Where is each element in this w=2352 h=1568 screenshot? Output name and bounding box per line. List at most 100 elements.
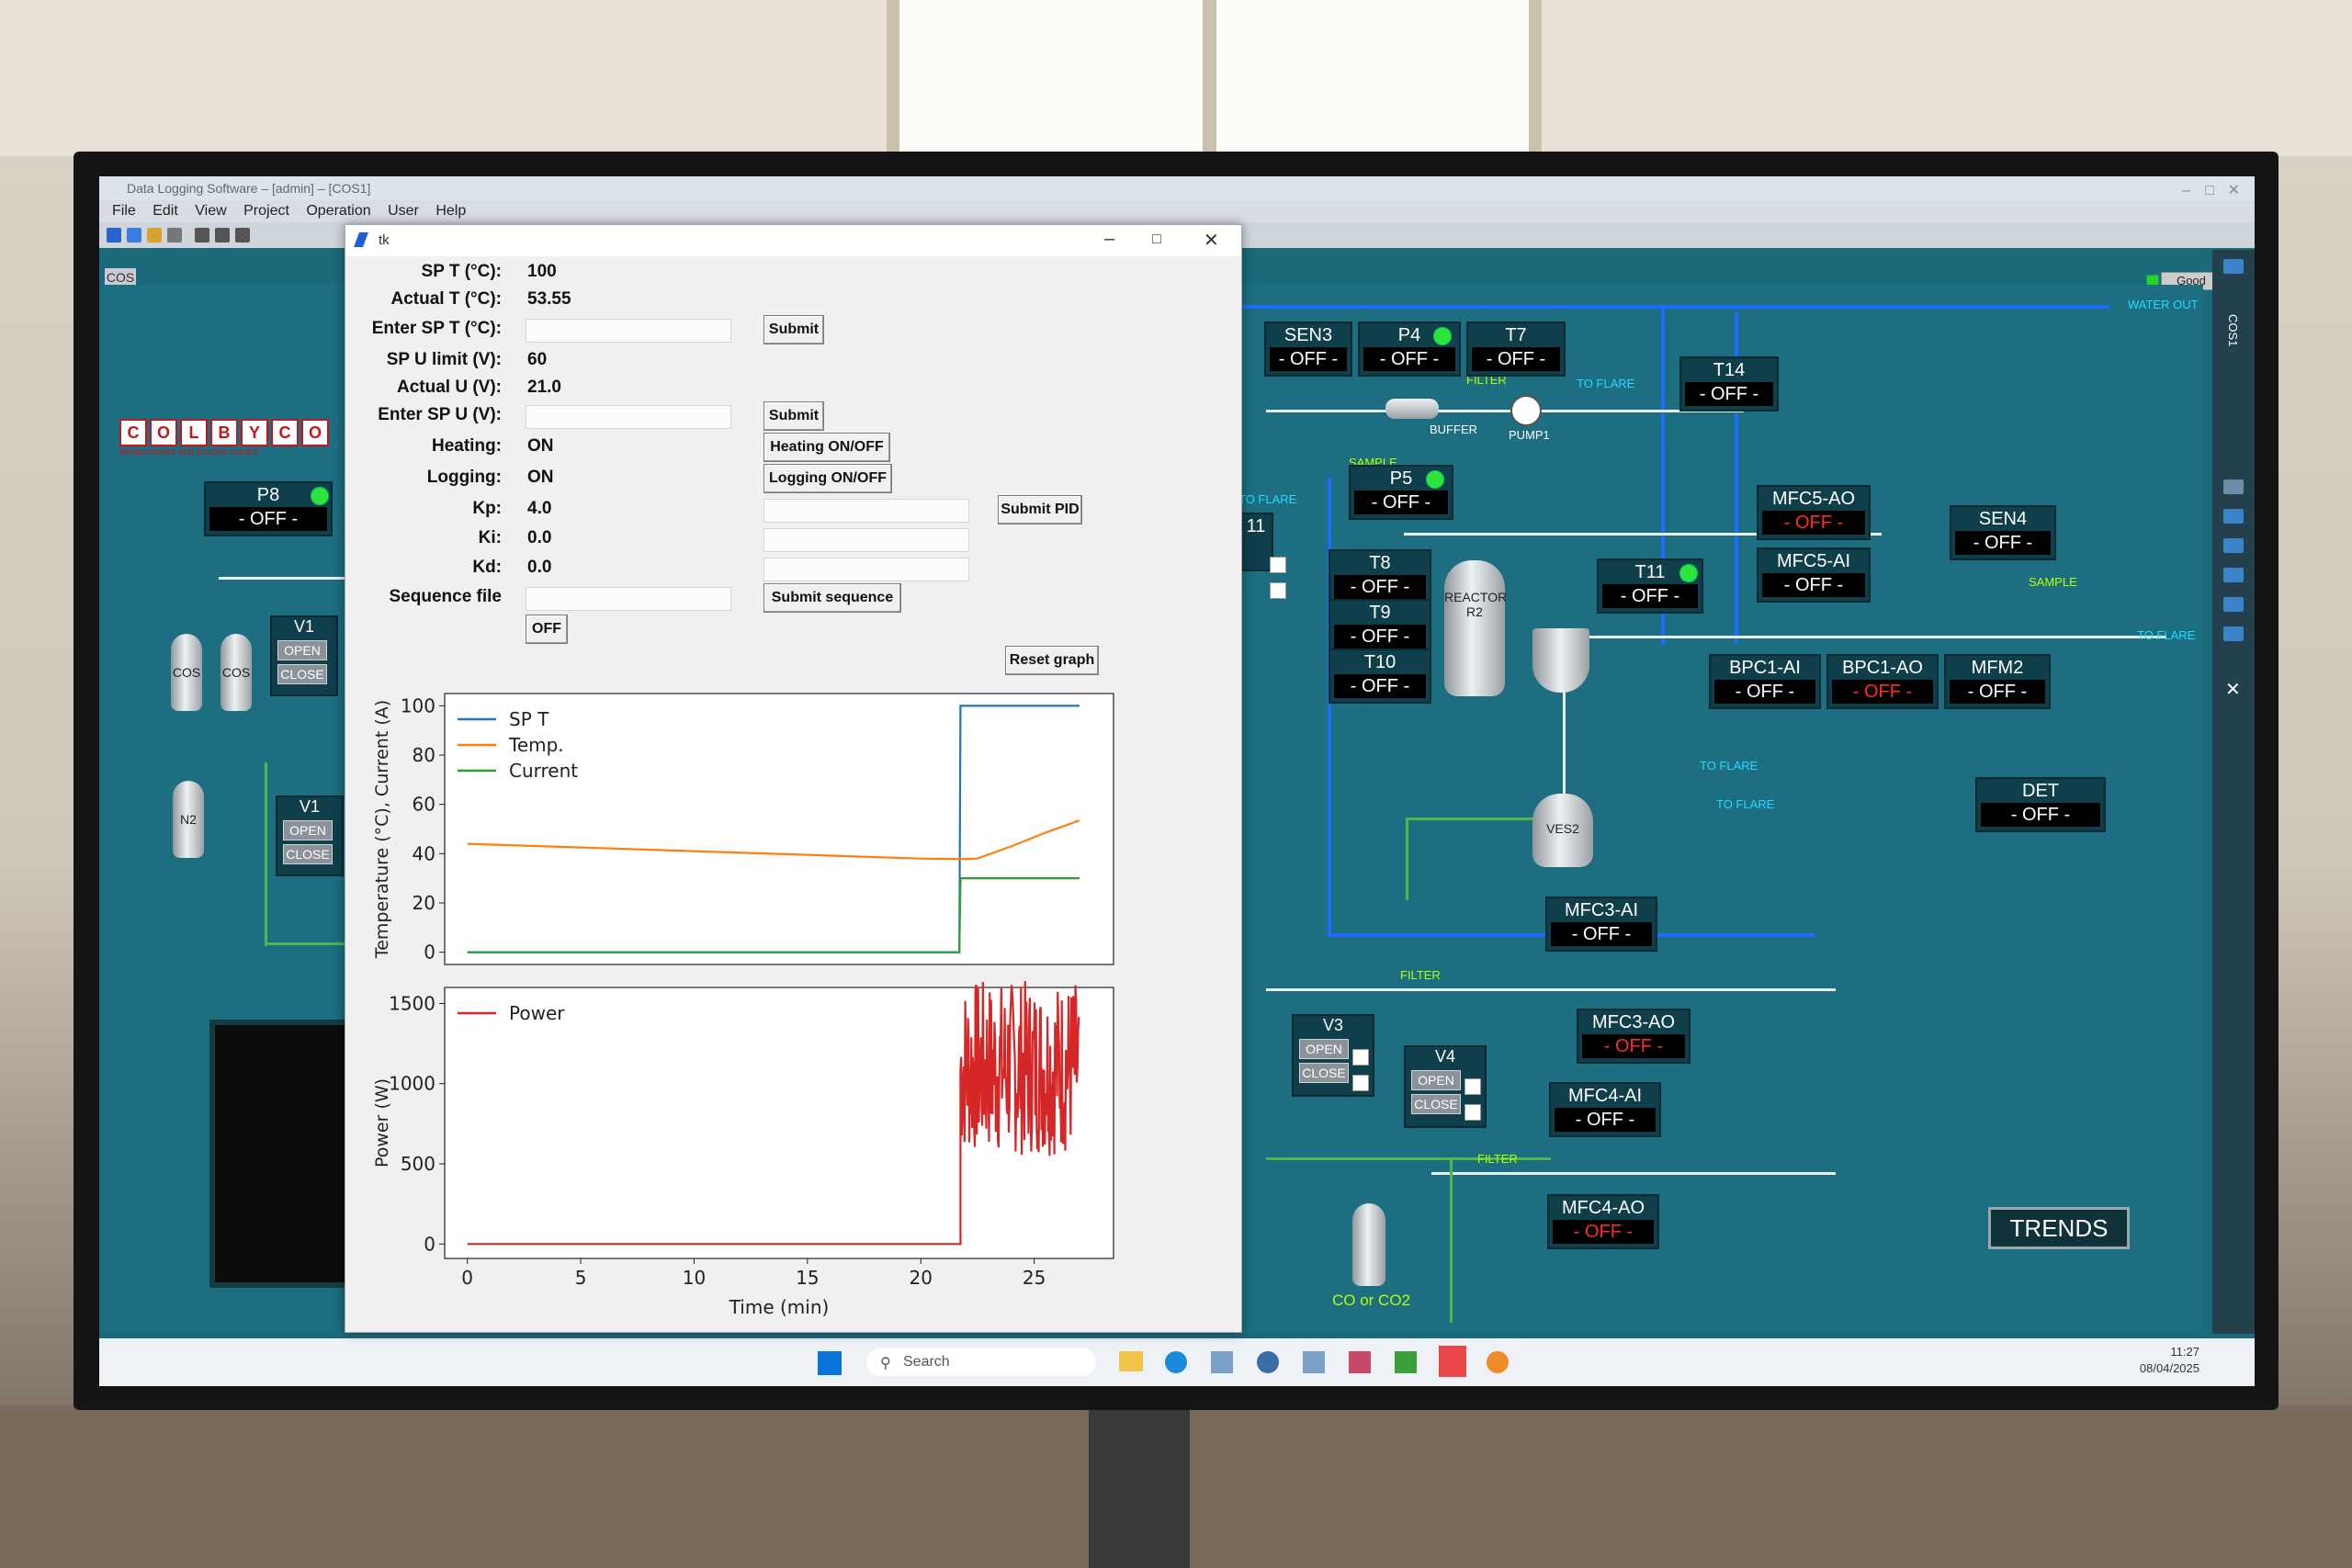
tag-t10[interactable]: T10- OFF -	[1329, 649, 1431, 704]
close-icon[interactable]: ✕	[1204, 231, 1219, 251]
checkbox[interactable]	[1464, 1104, 1481, 1121]
tag-mfm2[interactable]: MFM2- OFF -	[1944, 654, 2051, 709]
tag-p4[interactable]: P4- OFF -	[1358, 321, 1461, 377]
tool-icon[interactable]	[2223, 509, 2244, 524]
tag-t11-partial[interactable]: 11	[1238, 513, 1273, 571]
edge-icon[interactable]	[1165, 1351, 1187, 1373]
vlc-icon[interactable]	[1439, 1346, 1466, 1377]
open-button[interactable]: OPEN	[277, 640, 327, 660]
tag-t11[interactable]: T11- OFF -	[1597, 558, 1703, 614]
close-icon[interactable]: ✕	[2225, 680, 2241, 700]
close-button[interactable]: CLOSE	[1299, 1063, 1349, 1083]
menu-user[interactable]: User	[388, 203, 419, 219]
tag-t14[interactable]: T14- OFF -	[1679, 356, 1779, 412]
submit-sequence-button[interactable]: Submit sequence	[763, 583, 901, 613]
tool-icon[interactable]	[2223, 538, 2244, 553]
chart-icon[interactable]	[2223, 479, 2244, 494]
sp-t-input[interactable]	[526, 319, 731, 343]
checkbox[interactable]	[1352, 1075, 1369, 1091]
ki-input[interactable]	[763, 528, 969, 552]
tag-mfc3-ao[interactable]: MFC3-AO- OFF -	[1577, 1009, 1690, 1064]
submit-pid-button[interactable]: Submit PID	[998, 495, 1082, 525]
co-pipe	[1266, 1157, 1551, 1160]
folder-icon[interactable]	[147, 228, 162, 243]
tag-p8[interactable]: P8- OFF -	[204, 481, 333, 536]
logging-toggle-button[interactable]: Logging ON/OFF	[763, 464, 892, 493]
menu-view[interactable]: View	[195, 203, 227, 219]
tool-icon[interactable]	[2223, 626, 2244, 641]
reset-graph-button[interactable]: Reset graph	[1005, 646, 1099, 675]
download-icon[interactable]	[127, 228, 141, 243]
app-icon[interactable]	[1349, 1351, 1371, 1373]
close-button[interactable]: CLOSE	[1411, 1094, 1461, 1114]
minimize-icon[interactable]: –	[1104, 229, 1115, 249]
python-icon[interactable]	[1487, 1351, 1509, 1373]
side-toolbar: ✕	[2212, 250, 2255, 1334]
tag-t7[interactable]: T7- OFF -	[1466, 321, 1566, 377]
open-button[interactable]: OPEN	[1299, 1039, 1349, 1059]
kd-input[interactable]	[763, 558, 969, 581]
menu-edit[interactable]: Edit	[153, 203, 178, 219]
tag-mfc3-ai[interactable]: MFC3-AI- OFF -	[1545, 897, 1657, 952]
tag-bpc1-ai[interactable]: BPC1-AI- OFF -	[1709, 654, 1821, 709]
app-icon[interactable]	[1395, 1351, 1417, 1373]
print-icon[interactable]	[167, 228, 182, 243]
panel-icon[interactable]	[2223, 259, 2244, 274]
folder-icon[interactable]	[195, 228, 209, 243]
tag-mfc4-ao[interactable]: MFC4-AO- OFF -	[1547, 1194, 1659, 1249]
open-button[interactable]: OPEN	[1411, 1070, 1461, 1090]
sequence-file-input[interactable]	[526, 587, 731, 611]
tool-icon[interactable]	[2223, 568, 2244, 582]
submit-u-button[interactable]: Submit	[763, 401, 824, 431]
kp-input[interactable]	[763, 499, 969, 523]
doc-tab-cos[interactable]: COS	[105, 268, 136, 287]
app-icon[interactable]	[1211, 1351, 1233, 1373]
menu-help[interactable]: Help	[435, 203, 467, 219]
tag-sen4[interactable]: SEN4- OFF -	[1950, 505, 2056, 560]
submit-t-button[interactable]: Submit	[763, 315, 824, 344]
menu-file[interactable]: File	[112, 203, 136, 219]
heating-label: Heating:	[432, 436, 502, 456]
file-explorer-icon[interactable]	[1119, 1351, 1143, 1371]
checkbox[interactable]	[1270, 582, 1286, 599]
status-led	[1679, 564, 1698, 582]
close-button[interactable]: CLOSE	[277, 664, 327, 684]
heating-toggle-button[interactable]: Heating ON/OFF	[763, 433, 890, 462]
tag-mfc4-ai[interactable]: MFC4-AI- OFF -	[1549, 1082, 1661, 1137]
maximize-icon[interactable]: □	[1152, 231, 1161, 247]
off-button[interactable]: OFF	[526, 615, 568, 644]
tag-t9[interactable]: T9- OFF -	[1329, 599, 1431, 654]
grid-icon[interactable]	[107, 228, 121, 243]
start-icon[interactable]	[818, 1351, 842, 1375]
trends-button[interactable]: TRENDS	[1988, 1207, 2130, 1249]
maximize-icon[interactable]: □	[2205, 183, 2214, 198]
sp-u-input[interactable]	[526, 405, 731, 429]
tag-det[interactable]: DET- OFF -	[1975, 777, 2106, 832]
tool-icon[interactable]	[2223, 597, 2244, 612]
actual-t-value: 53.55	[527, 289, 571, 309]
menu-project[interactable]: Project	[243, 203, 289, 219]
checkbox[interactable]	[1464, 1078, 1481, 1095]
tag-t8[interactable]: T8- OFF -	[1329, 549, 1431, 604]
checkbox[interactable]	[1352, 1049, 1369, 1066]
menu-operation[interactable]: Operation	[306, 203, 371, 219]
tag-mfc5-ai[interactable]: MFC5-AI- OFF -	[1757, 547, 1871, 603]
ki-label: Ki:	[478, 528, 502, 547]
minimize-icon[interactable]: –	[2182, 183, 2190, 198]
actual-t-label: Actual T (°C):	[390, 289, 502, 309]
folder-icon[interactable]	[235, 228, 250, 243]
system-tray[interactable]: 11:27 08/04/2025	[2140, 1344, 2199, 1377]
tag-p5[interactable]: P5- OFF -	[1349, 465, 1453, 520]
tag-mfc5-ao[interactable]: MFC5-AO- OFF -	[1757, 485, 1871, 540]
app-icon[interactable]	[1303, 1351, 1325, 1373]
tag-sen3[interactable]: SEN3- OFF -	[1264, 321, 1352, 377]
open-button[interactable]: OPEN	[283, 820, 333, 840]
close-button[interactable]: CLOSE	[283, 844, 333, 864]
folder-icon[interactable]	[215, 228, 230, 243]
checkbox[interactable]	[1270, 557, 1286, 573]
gas-pipe	[1404, 533, 1882, 536]
close-icon[interactable]: ✕	[2227, 183, 2240, 198]
tag-bpc1-ao[interactable]: BPC1-AO- OFF -	[1826, 654, 1939, 709]
settings-icon[interactable]	[1257, 1351, 1279, 1373]
search-input[interactable]: Search	[866, 1348, 1096, 1376]
